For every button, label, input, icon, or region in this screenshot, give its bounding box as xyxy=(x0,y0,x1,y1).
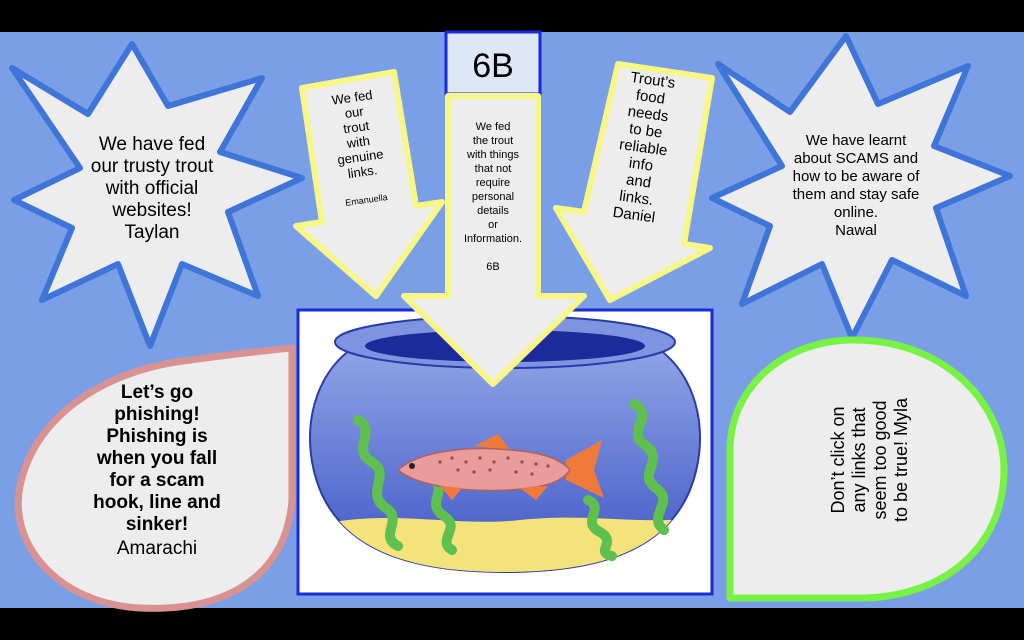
star-left-author: Taylan xyxy=(124,222,180,243)
arrow-center-line: that not xyxy=(474,163,512,175)
bubble-right-line: seem too good xyxy=(870,400,890,520)
star-right-line: how to be aware of xyxy=(792,168,920,185)
star-right-text: We have learnt about SCAMS and how to be… xyxy=(766,132,946,240)
arrow-center-text: We fed the trout with things that not re… xyxy=(448,120,538,274)
bubble-right-line: Don’t click on xyxy=(828,406,848,514)
speech-bubble-right xyxy=(726,336,1008,602)
arrow-center-line: Information. xyxy=(463,233,523,245)
star-left-text: We have fed our trusty trout with offici… xyxy=(62,134,242,244)
bubble-left-line: phishing! xyxy=(114,404,200,425)
arrow-center xyxy=(401,93,587,387)
title-label: 6B xyxy=(472,47,514,85)
star-right-author: Nawal xyxy=(835,222,877,239)
star-left-line: websites! xyxy=(112,200,192,221)
star-right-line: We have learnt xyxy=(805,132,907,149)
arrow-center-author: 6B xyxy=(486,261,500,273)
arrow-center-line: require xyxy=(475,177,511,189)
bubble-left-line: for a scam xyxy=(109,470,205,491)
arrow-left xyxy=(293,69,445,299)
arrow-center-line: personal xyxy=(471,191,515,203)
seaweed-icon xyxy=(353,399,669,561)
star-right-line: about SCAMS and xyxy=(793,150,919,167)
bubble-right-line: any links that xyxy=(849,407,869,513)
star-left-line: our trusty trout xyxy=(90,156,214,177)
star-right-line: them and stay safe xyxy=(792,186,920,203)
star-burst-left xyxy=(9,41,305,349)
trout-fish-icon xyxy=(396,434,604,500)
arrow-center-line: with things xyxy=(467,149,519,161)
bubble-right-text: Don’t click on any links that seem too g… xyxy=(828,370,912,550)
bubble-left-line: hook, line and xyxy=(93,492,221,513)
star-left-line: with official xyxy=(105,178,199,199)
bubble-left-line: Let’s go xyxy=(120,382,194,403)
arrow-left-text: We fed our trout with genuine links. Ema… xyxy=(306,84,412,214)
bubble-left-line: sinker! xyxy=(125,514,189,535)
bubble-right-line: to be true! Myla xyxy=(891,397,911,523)
arrow-center-line: We fed xyxy=(475,121,511,133)
arrow-center-line: or xyxy=(488,219,498,231)
title-box xyxy=(444,30,542,96)
bubble-left-author: Amarachi xyxy=(116,538,198,559)
arrow-center-line: the trout xyxy=(472,135,514,147)
star-right-line: online. xyxy=(833,204,879,221)
arrow-right xyxy=(553,61,715,303)
star-burst-right xyxy=(709,33,1013,341)
star-left-line: We have fed xyxy=(98,134,206,155)
bubble-left-line: Phishing is xyxy=(106,426,208,447)
arrow-center-line: details xyxy=(477,205,509,217)
speech-bubble-left xyxy=(14,344,296,612)
bubble-left-text: Let’s go phishing! Phishing is when you … xyxy=(62,382,252,536)
bubble-left-line: when you fall xyxy=(96,448,218,469)
